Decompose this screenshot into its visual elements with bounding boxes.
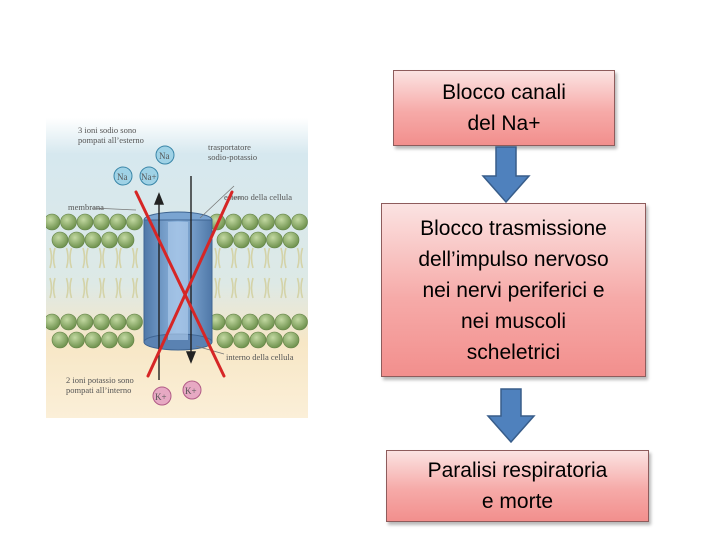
lipid-head	[258, 313, 275, 331]
lipid-head	[266, 231, 283, 249]
sodium-ion: Na	[113, 166, 133, 186]
lipid-head	[266, 331, 283, 349]
flow-box-text: Blocco canali del Na+	[442, 81, 566, 135]
lipid-tails	[49, 247, 304, 299]
lipid-tail	[263, 277, 271, 299]
lipid-tail	[230, 247, 238, 269]
lipid-tail	[98, 277, 106, 299]
sodium-ion: Na+	[139, 166, 159, 186]
lipid-tail	[131, 247, 139, 269]
flow-box-nerve-block: Blocco trasmissione dell’impulso nervoso…	[381, 203, 646, 377]
lipid-head	[46, 213, 61, 231]
lipid-tail	[98, 247, 106, 269]
lipid-head	[68, 331, 85, 349]
lipid-head	[225, 213, 242, 231]
lipid-head	[76, 213, 94, 231]
lipid-head	[117, 331, 135, 349]
lipid-tail	[280, 277, 287, 299]
lipid-tail	[65, 277, 73, 299]
lipid-heads-inner	[46, 313, 308, 349]
svg-text:Na: Na	[117, 172, 128, 182]
potassium-ion: K+	[182, 380, 202, 400]
lipid-head	[109, 313, 127, 331]
label-outside-cell: esterno della cellula	[224, 192, 292, 202]
lipid-head	[93, 313, 110, 331]
lipid-head	[84, 231, 102, 249]
lipid-tail	[65, 247, 73, 269]
down-arrow	[486, 388, 536, 444]
lipid-tail	[115, 247, 122, 269]
lipid-tail	[115, 277, 122, 299]
lipid-tail	[296, 277, 304, 299]
flow-box-channel-block: Blocco canali del Na+	[393, 70, 615, 146]
lipid-head	[291, 213, 308, 231]
lipid-head	[225, 313, 242, 331]
lipid-head	[76, 313, 94, 331]
lipid-head	[249, 331, 267, 349]
lipid-tail	[214, 247, 221, 269]
potassium-ion: K+	[152, 386, 172, 406]
lipid-head	[282, 331, 300, 349]
red-cross-mark	[134, 190, 234, 378]
lipid-head	[233, 231, 250, 249]
flow-box-text: Blocco trasmissione dell’impulso nervoso…	[418, 216, 609, 364]
lipid-tail	[82, 277, 89, 299]
lipid-head	[101, 231, 118, 249]
svg-text:K+: K+	[155, 392, 167, 402]
label-inside-cell: interno della cellula	[226, 352, 294, 362]
lipid-head	[93, 213, 110, 231]
lipid-tail	[131, 277, 139, 299]
lipid-head	[241, 213, 259, 231]
lipid-head	[117, 231, 135, 249]
lipid-head	[241, 313, 259, 331]
ion-flow-arrows	[153, 176, 197, 380]
lipid-head	[126, 313, 143, 331]
lipid-heads-outer	[46, 213, 308, 249]
lipid-head	[51, 331, 69, 349]
lipid-head	[60, 213, 77, 231]
lipid-tail	[263, 247, 271, 269]
svg-text:K+: K+	[185, 386, 197, 396]
lipid-head	[274, 213, 292, 231]
lipid-head	[101, 331, 118, 349]
down-arrow	[481, 146, 531, 204]
lipid-head	[216, 331, 234, 349]
label-membrane: membrana	[68, 202, 104, 212]
lipid-head	[46, 313, 61, 331]
lipid-tail	[280, 247, 287, 269]
lipid-head	[216, 231, 234, 249]
sodium-ion: Na	[155, 145, 175, 165]
lipid-tail	[49, 277, 56, 299]
lipid-head	[249, 231, 267, 249]
lipid-tail	[214, 277, 221, 299]
lipid-head	[258, 213, 275, 231]
lipid-head	[51, 231, 69, 249]
lipid-head	[60, 313, 77, 331]
svg-text:Na: Na	[159, 151, 170, 161]
flow-box-text: Paralisi respiratoria e morte	[427, 459, 608, 513]
lipid-head	[84, 331, 102, 349]
lipid-tail	[49, 247, 56, 269]
lipid-head	[282, 231, 300, 249]
lipid-head	[68, 231, 85, 249]
lipid-tail	[230, 277, 238, 299]
svg-text:Na+: Na+	[141, 172, 157, 182]
lipid-head	[233, 331, 250, 349]
lipid-head	[274, 313, 292, 331]
lipid-tail	[247, 247, 254, 269]
lipid-head	[109, 213, 127, 231]
lipid-head	[126, 213, 143, 231]
lipid-tail	[296, 247, 304, 269]
lipid-head	[291, 313, 308, 331]
lipid-tail	[247, 277, 254, 299]
lipid-tail	[82, 247, 89, 269]
flow-box-paralysis: Paralisi respiratoria e morte	[386, 450, 649, 522]
